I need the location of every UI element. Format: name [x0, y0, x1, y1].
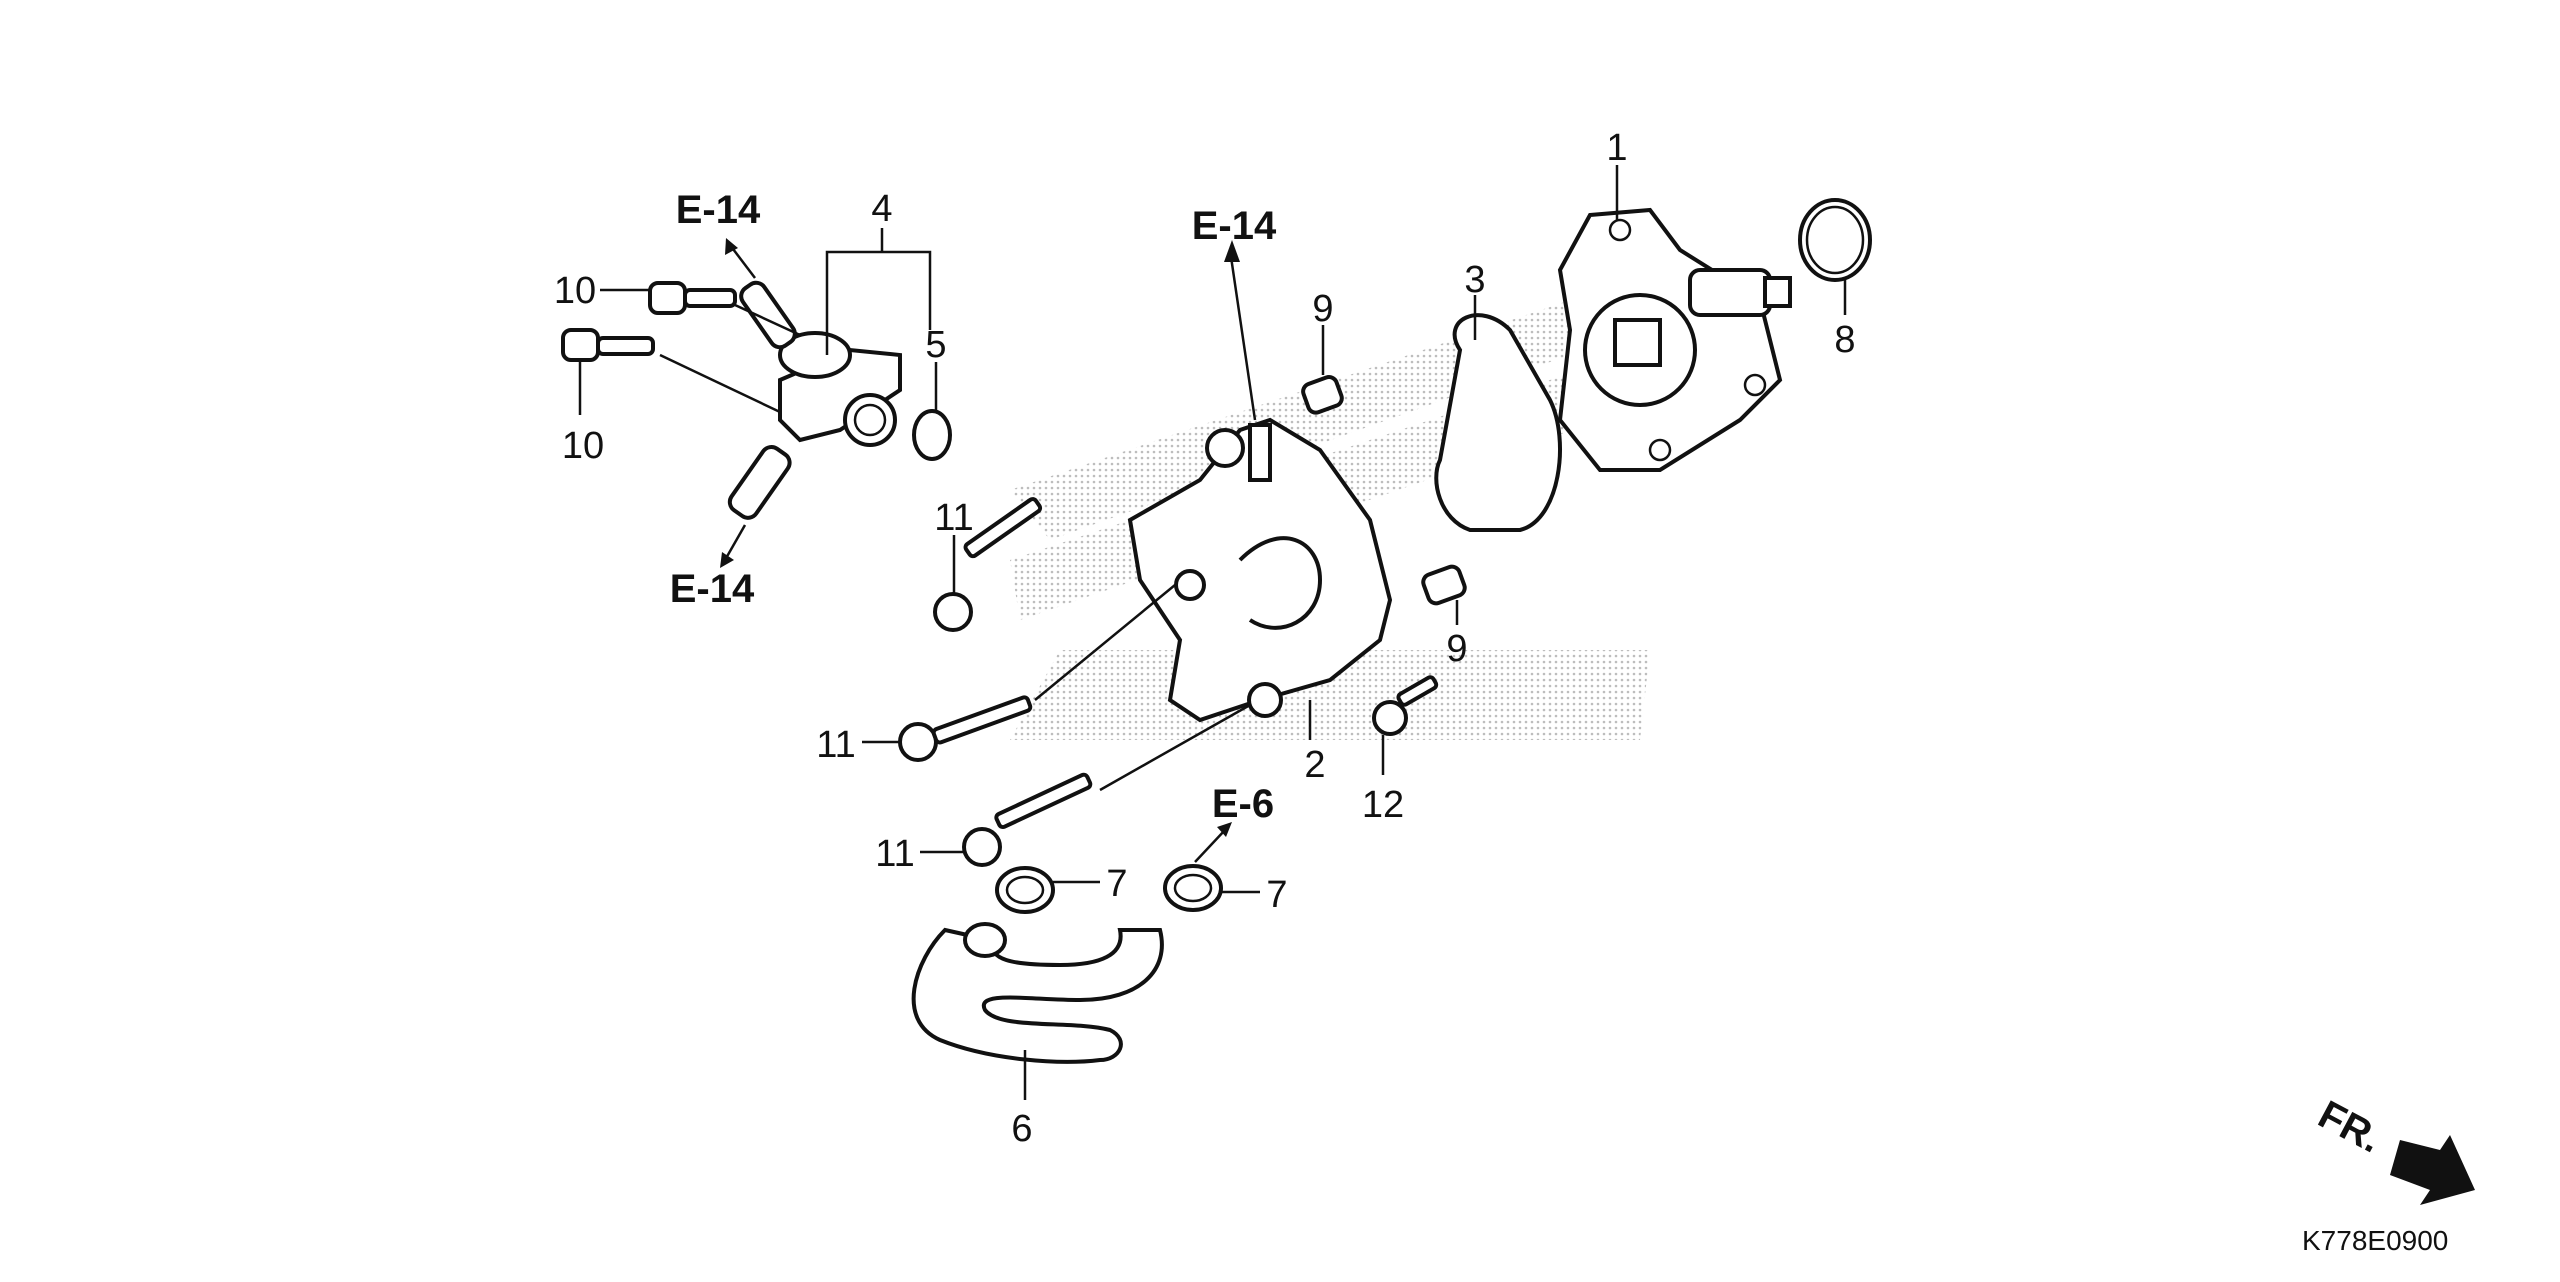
callout-4: 4 [871, 188, 892, 230]
callout-6: 6 [1011, 1108, 1032, 1150]
part-7-hose-clamp[interactable] [1163, 864, 1223, 912]
front-direction-marker: FR. [2311, 1092, 2475, 1205]
part-1-pump-body[interactable] [1557, 207, 1792, 472]
part-8-o-ring[interactable] [1798, 198, 1872, 282]
part-2-pump-housing[interactable] [1127, 417, 1393, 723]
callout-10: 10 [562, 425, 604, 467]
part-10-bolt[interactable] [648, 281, 737, 315]
part-9-dowel-pin[interactable] [1421, 564, 1467, 606]
part-6-water-hose[interactable] [911, 927, 1164, 1064]
part-11-flange-bolt[interactable] [898, 695, 1033, 762]
callout-5: 5 [925, 324, 946, 366]
callout-11: 11 [816, 724, 855, 766]
ref-e14-top-left[interactable]: E-14 [676, 188, 761, 232]
callout-7: 7 [1106, 863, 1127, 905]
callout-7: 7 [1266, 874, 1287, 916]
part-3-gasket[interactable] [1434, 313, 1562, 532]
callout-11: 11 [875, 833, 914, 875]
part-11-flange-bolt[interactable] [933, 497, 1043, 632]
diagram-code: K778E0900 [2302, 1225, 2448, 1256]
part-7-hose-clamp[interactable] [995, 866, 1055, 914]
callout-8: 8 [1834, 319, 1855, 361]
part-9-dowel-pin[interactable] [1301, 375, 1344, 415]
front-arrow-icon [2390, 1135, 2475, 1205]
ref-e14-center[interactable]: E-14 [1192, 204, 1277, 248]
part-10-bolt[interactable] [561, 328, 655, 362]
callout-9: 9 [1312, 288, 1333, 330]
callout-3: 3 [1464, 259, 1485, 301]
callout-12: 12 [1362, 784, 1404, 826]
callout-1: 1 [1606, 127, 1627, 169]
callout-2: 2 [1304, 744, 1325, 786]
callout-10: 10 [554, 270, 596, 312]
front-label: FR. [2311, 1092, 2389, 1161]
part-11-flange-bolt[interactable] [962, 772, 1093, 867]
ref-e6[interactable]: E-6 [1212, 782, 1274, 826]
ref-e14-bottom-left[interactable]: E-14 [670, 567, 755, 611]
part-4-thermostat-housing[interactable] [726, 279, 902, 522]
part-5-o-ring[interactable] [912, 409, 952, 461]
part-12-bolt[interactable] [1372, 675, 1439, 736]
callout-9: 9 [1446, 628, 1467, 670]
callout-11: 11 [934, 497, 973, 539]
